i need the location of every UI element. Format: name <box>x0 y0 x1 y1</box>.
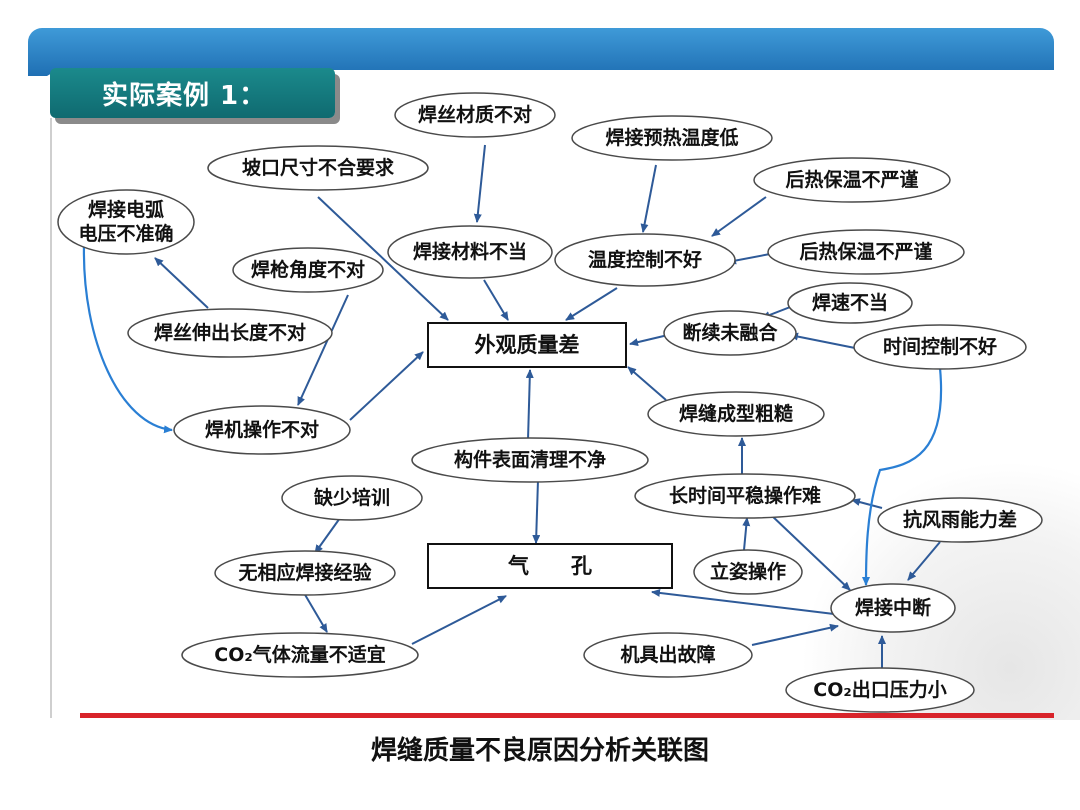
node-preheat-low <box>571 115 773 161</box>
slide-title: 实际案例 1： <box>50 68 335 118</box>
label-machine-fault: 机具出故障 <box>620 643 715 666</box>
node-temp-control <box>554 233 736 287</box>
label-operation-wrong: 焊机操作不对 <box>205 418 319 441</box>
label-long-stable: 长时间平稳操作难 <box>669 484 821 507</box>
label-torch-angle: 焊枪角度不对 <box>251 258 365 281</box>
arrow-rough-to-appearance <box>627 366 667 401</box>
label-time-control: 时间控制不好 <box>883 335 997 358</box>
node-wire-extension <box>127 308 333 358</box>
label-preheat-low: 焊接预热温度低 <box>605 126 738 149</box>
label-weld-rough: 焊缝成型粗糙 <box>679 402 793 425</box>
arrow-groove-to-appearance <box>317 196 449 321</box>
arrow-experience-to-co2flow <box>303 592 328 633</box>
label-postheat-1: 后热保温不严谨 <box>785 168 918 191</box>
label-weld-speed: 焊速不当 <box>812 291 888 314</box>
node-wind-rain <box>877 497 1043 543</box>
node-surface-clean <box>411 437 649 483</box>
node-no-experience <box>214 550 396 596</box>
figure-caption: 焊缝质量不良原因分析关联图 <box>370 736 709 766</box>
node-long-stable <box>634 473 856 519</box>
node-porosity <box>427 543 673 589</box>
label-appearance-poor: 外观质量差 <box>475 333 580 357</box>
label-groove-size: 坡口尺寸不合要求 <box>242 156 395 179</box>
arrow-temp-control-to-appearance <box>565 287 618 321</box>
label-no-experience: 无相应焊接经验 <box>238 561 372 584</box>
node-co2-pressure <box>785 667 975 713</box>
arrow-long-to-interrupt <box>769 513 851 591</box>
node-vertical-op <box>693 549 803 595</box>
node-welding-material <box>387 225 553 279</box>
arrow-wind-to-long <box>851 498 883 509</box>
node-material-quality <box>394 92 556 138</box>
label-arc-voltage-2: 电压不准确 <box>78 222 173 245</box>
node-weld-interrupt <box>830 583 956 633</box>
label-vertical-op: 立姿操作 <box>710 560 786 583</box>
arrow-interrupt-to-porosity <box>651 588 835 615</box>
arrow-postheat1-to-temp-control <box>711 196 767 237</box>
node-appearance-poor <box>427 322 627 368</box>
label-co2-pressure: CO₂出口压力小 <box>813 678 946 701</box>
arrow-machine-to-interrupt <box>751 623 839 646</box>
label-porosity: 气 孔 <box>507 554 592 578</box>
arrow-training-to-experience <box>314 517 341 554</box>
left-rule <box>50 118 52 718</box>
node-lack-training <box>281 475 423 521</box>
label-weld-interrupt: 焊接中断 <box>855 596 931 619</box>
label-wind-rain: 抗风雨能力差 <box>903 508 1017 531</box>
arrow-arc-to-operation <box>82 244 173 434</box>
arrow-welding-material-to-appearance <box>483 279 509 321</box>
node-co2-flow <box>181 632 419 678</box>
arrow-clean-to-appearance <box>525 369 534 441</box>
label-material-quality: 焊丝材质不对 <box>418 103 532 126</box>
arrow-material-to-welding-material <box>473 144 486 223</box>
label-wire-extension: 焊丝伸出长度不对 <box>154 321 306 344</box>
node-time-control <box>853 324 1027 370</box>
label-arc-voltage-1: 焊接电弧 <box>88 198 164 221</box>
node-machine-fault <box>583 632 753 678</box>
label-surface-clean: 构件表面清理不净 <box>454 448 606 471</box>
arrow-preheat-to-temp-control <box>640 164 657 233</box>
arrow-operation-to-appearance <box>349 351 424 421</box>
node-weld-speed <box>787 282 913 324</box>
arrow-wind-to-interrupt <box>907 541 941 581</box>
node-discontinuous <box>663 310 797 356</box>
node-arc-voltage <box>57 189 195 255</box>
arrow-time-to-interrupt <box>862 367 943 586</box>
label-postheat-2: 后热保温不严谨 <box>799 240 932 263</box>
node-postheat-2 <box>767 229 965 275</box>
arrow-discontinuous-to-appearance <box>629 334 669 347</box>
label-lack-training: 缺少培训 <box>314 486 390 509</box>
arrow-wire-extension-to-arc <box>154 257 209 309</box>
node-weld-rough <box>647 391 825 437</box>
bottom-rule <box>80 713 1054 718</box>
label-co2-flow: CO₂气体流量不适宜 <box>214 643 385 666</box>
arrow-vertical-to-long <box>742 517 751 551</box>
label-welding-material: 焊接材料不当 <box>413 240 527 263</box>
arrow-time-to-discontinuous <box>789 332 856 349</box>
arrow-clean-to-porosity <box>532 479 541 544</box>
label-discontinuous: 断续未融合 <box>682 321 778 344</box>
arrow-torch-to-operation <box>297 294 349 406</box>
arrow-co2flow-to-porosity <box>411 595 507 645</box>
node-groove-size <box>207 145 429 191</box>
node-postheat-1 <box>753 157 951 203</box>
node-operation-wrong <box>173 405 351 455</box>
slide-title-text: 实际案例 1： <box>102 80 267 111</box>
node-torch-angle <box>232 247 384 293</box>
label-temp-control: 温度控制不好 <box>588 248 702 271</box>
